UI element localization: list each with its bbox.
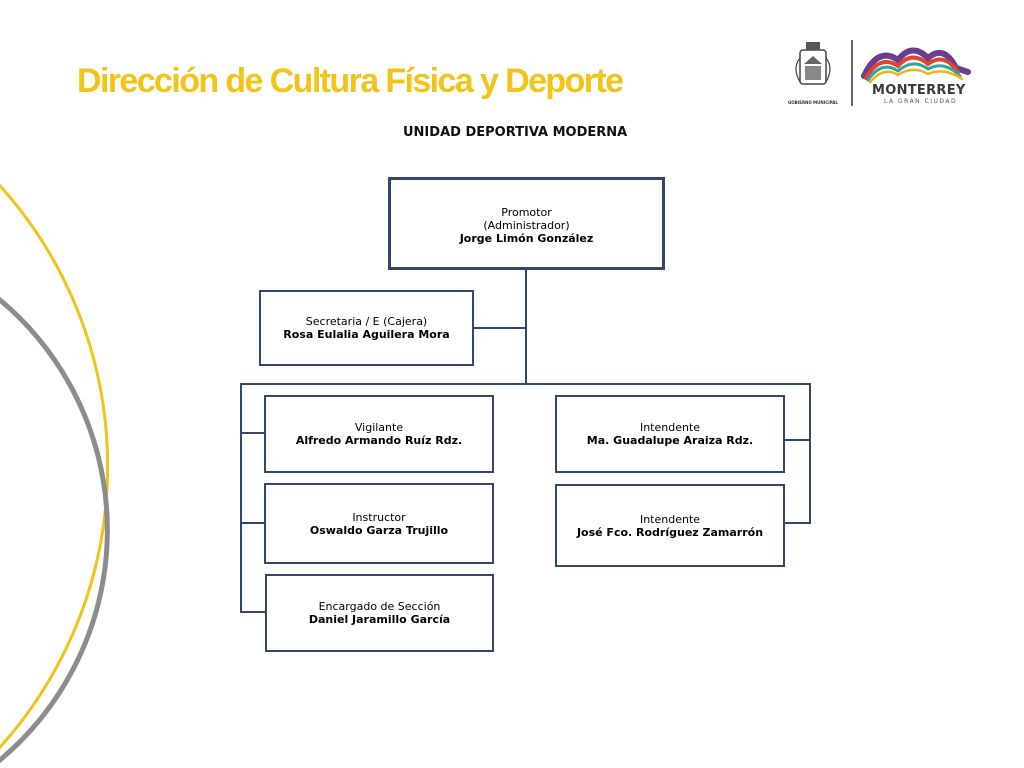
node-role: Vigilante [354,421,404,434]
node-role: Promotor [501,206,552,219]
connector-left-1 [240,432,265,434]
connector-head-trunk [525,269,527,385]
connector-main-bus [241,383,811,385]
connector-right-2 [783,522,811,524]
connector-right-1 [783,439,811,441]
org-node-promotor: Promotor (Administrador) Jorge Limón Gon… [388,177,665,270]
org-node-vigilante: Vigilante Alfredo Armando Ruíz Rdz. [264,395,494,473]
node-name: Oswaldo Garza Trujillo [309,523,449,537]
org-node-encargado: Encargado de Sección Daniel Jaramillo Ga… [265,574,494,652]
gray-arc [0,296,110,764]
org-node-intendente-1: Intendente Ma. Guadalupe Araiza Rdz. [555,395,785,473]
connector-left-2 [240,522,265,524]
node-role: Encargado de Sección [318,600,441,613]
node-name: Rosa Eulalia Aguilera Mora [283,328,450,341]
org-node-instructor: Instructor Oswaldo Garza Trujillo [264,483,494,564]
yellow-arc [0,183,110,750]
svg-text:MONTERREY: MONTERREY [872,83,966,98]
connector-left-3 [240,611,266,613]
node-name: Alfredo Armando Ruíz Rdz. [295,434,463,447]
node-name: Ma. Guadalupe Araiza Rdz. [586,434,754,447]
connector-left-bus [240,383,242,612]
node-name: Jorge Limón González [459,232,594,245]
municipal-seal-logo: GOBIERNO MUNICIPAL [788,42,838,105]
logos-group: GOBIERNO MUNICIPAL MONTERREY LA GRAN CIU… [788,40,971,106]
node-role: Intendente [639,421,701,434]
node-name: Daniel Jaramillo García [308,613,451,626]
node-role: Secretaria / E (Cajera) [305,315,428,328]
org-chart-title: UNIDAD DEPORTIVA MODERNA [403,125,628,140]
node-role: Intendente [639,512,701,526]
org-node-secretaria: Secretaria / E (Cajera) Rosa Eulalia Agu… [259,290,474,366]
page-title: Dirección de Cultura Física y Deporte [77,62,624,100]
node-name: José Fco. Rodríguez Zamarrón [576,525,764,539]
connector-secretary [473,327,526,329]
svg-text:GOBIERNO MUNICIPAL: GOBIERNO MUNICIPAL [788,100,838,105]
svg-text:LA GRAN CIUDAD: LA GRAN CIUDAD [884,98,957,105]
org-node-intendente-2: Intendente José Fco. Rodríguez Zamarrón [555,484,785,567]
connector-right-bus [809,383,811,524]
node-role: Instructor [352,510,406,524]
monterrey-logo: MONTERREY LA GRAN CIUDAD [861,47,971,105]
node-role-detail: (Administrador) [483,219,570,232]
